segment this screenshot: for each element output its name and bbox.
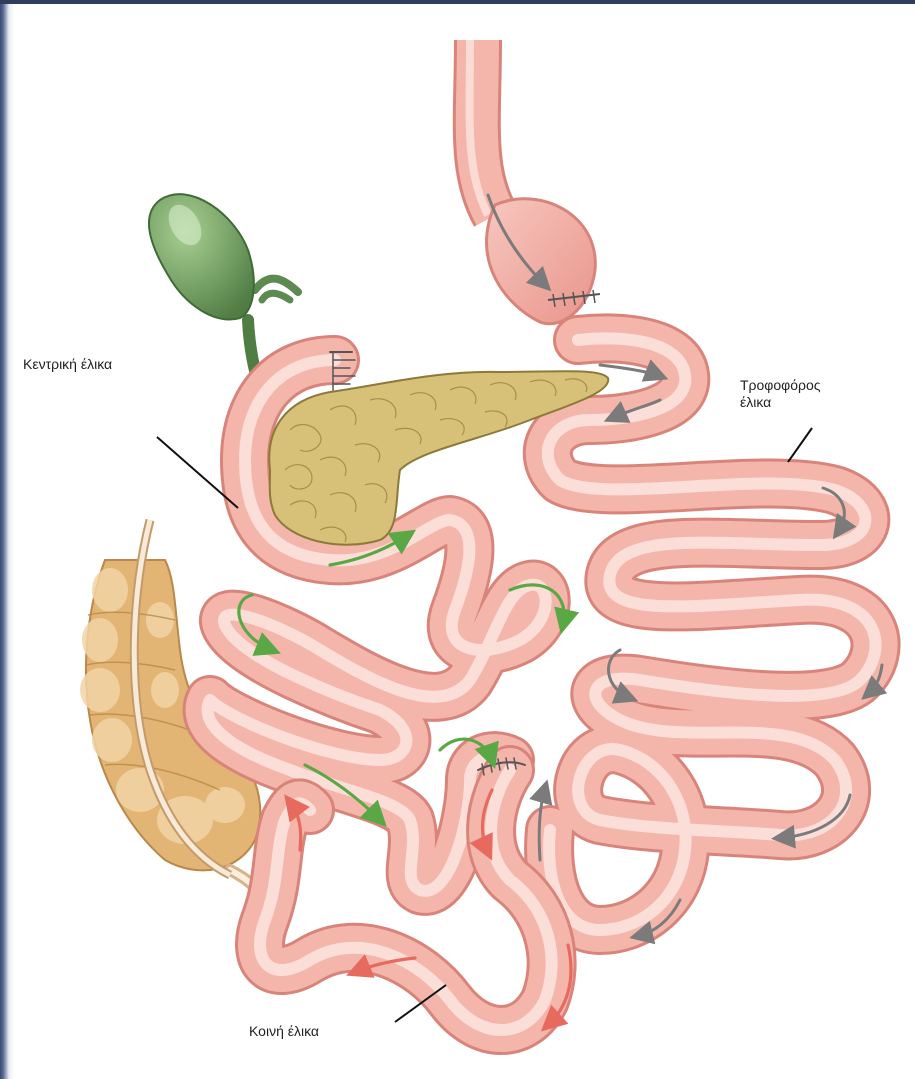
feeding-limb xyxy=(548,338,876,930)
common-limb-label: Κοινή έλικα xyxy=(249,1023,319,1040)
feeding-limb-leader xyxy=(788,428,812,462)
central-limb-label: Κεντρική έλικα xyxy=(23,356,112,373)
esophagus xyxy=(470,40,495,215)
stomach-pouch xyxy=(487,199,600,324)
feeding-limb-label: Τροφοφόρος έλικα xyxy=(740,377,821,411)
